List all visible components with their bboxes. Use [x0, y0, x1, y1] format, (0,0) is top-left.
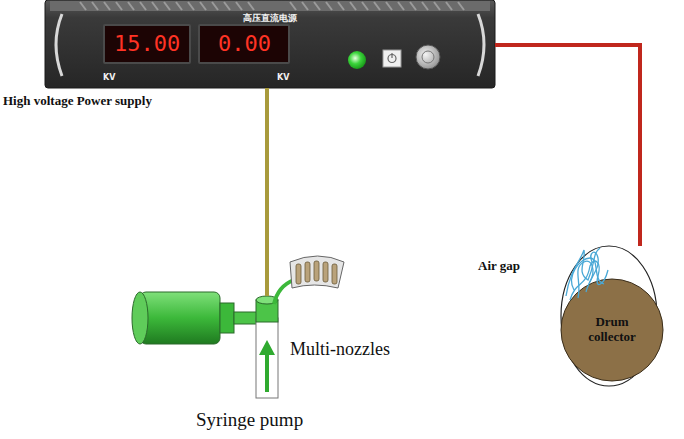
nozzle-manifold: [290, 256, 344, 288]
nozzle-tips: [296, 261, 337, 284]
syringe-barrel: [256, 318, 278, 398]
power-supply-panel: 高压直流电源 KV KV 15.00 0.00: [45, 0, 495, 88]
unit-label: KV: [103, 74, 115, 82]
power-icon: [391, 53, 392, 58]
power-led: [348, 51, 366, 69]
drum-face: [561, 279, 663, 381]
wire: [495, 45, 640, 246]
unit-label: KV: [277, 74, 289, 82]
display-value: 15.00: [114, 33, 180, 55]
panel-vent-strip: [50, 1, 490, 11]
part-label: Drum collector: [574, 315, 650, 345]
display-value: 0.00: [218, 33, 271, 55]
wire-line: [495, 45, 640, 246]
fiber-deposit: [566, 248, 608, 300]
syringe: [256, 296, 278, 398]
drum-collector: Drum collector: [556, 246, 664, 392]
panel-vents: [80, 2, 464, 10]
multi-nozzle-head: [274, 256, 344, 304]
flow-arrow: [265, 352, 269, 392]
control-knob: [422, 51, 434, 63]
pump-motor: [140, 292, 220, 344]
part-label: Multi-nozzles: [290, 340, 390, 360]
flow-arrow-head: [259, 340, 275, 355]
feed-tube: [274, 280, 294, 304]
control-knob: [416, 45, 440, 69]
current-display: 0.00: [198, 24, 290, 64]
pump-motor-end: [132, 292, 148, 344]
part-label: High voltage Power supply: [3, 94, 152, 108]
syringe-nozzle-unit: Multi-nozzles: [250, 296, 425, 398]
panel-body: [45, 0, 495, 88]
drum-collector: [561, 246, 663, 386]
power-supply-housing: [45, 0, 495, 88]
panel-title: 高压直流电源: [45, 14, 495, 23]
voltage-display: 15.00: [103, 24, 191, 64]
power-switch: [383, 50, 401, 67]
pump-pipe: [234, 312, 258, 324]
wire: [267, 88, 268, 296]
wire-line: [265, 88, 269, 296]
pump-motor-flange: [220, 303, 234, 333]
panel-handle-right: [478, 14, 484, 76]
panel-handle-left: [56, 14, 62, 76]
syringe-pump: [132, 292, 258, 344]
part-label: Air gap: [478, 259, 520, 273]
part-label: Syringe pump: [196, 410, 303, 431]
